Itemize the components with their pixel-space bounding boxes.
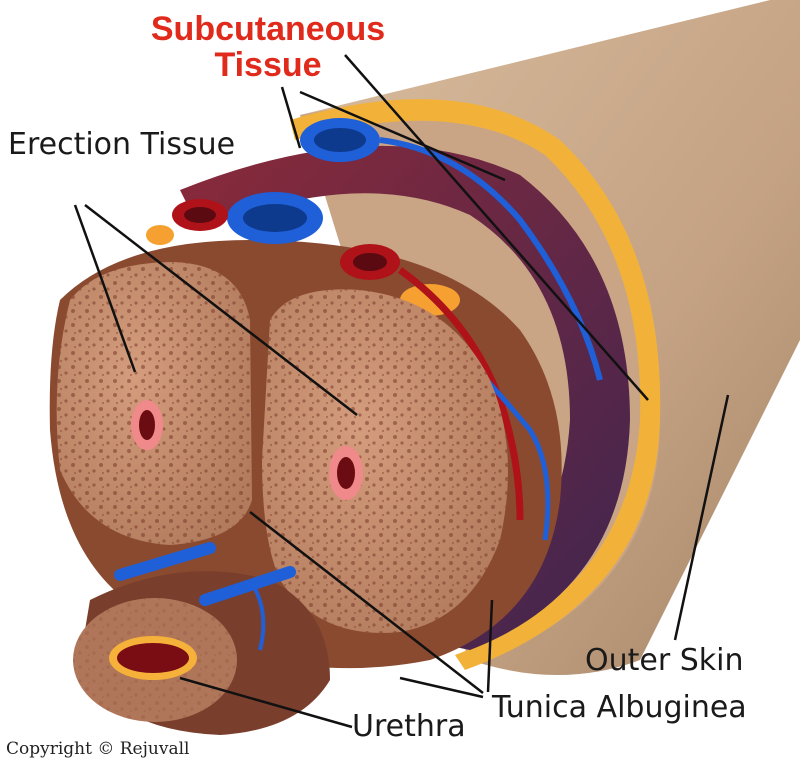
erection-tissue-left bbox=[57, 262, 252, 545]
copyright-notice: Copyright © Rejuvall bbox=[6, 741, 189, 758]
erection-tissue-label: Erection Tissue bbox=[8, 130, 235, 160]
subcutaneous-label-line1: Subcutaneous bbox=[118, 12, 418, 46]
urethra-label: Urethra bbox=[352, 712, 466, 742]
outer-skin-label: Outer Skin bbox=[585, 646, 743, 676]
pointer-subcutaneous-a bbox=[282, 87, 300, 148]
subcutaneous-label-line2: Tissue bbox=[118, 48, 418, 82]
tunica-albuginea-label: Tunica Albuginea bbox=[492, 693, 747, 723]
pointer-tunica-b bbox=[400, 678, 483, 697]
